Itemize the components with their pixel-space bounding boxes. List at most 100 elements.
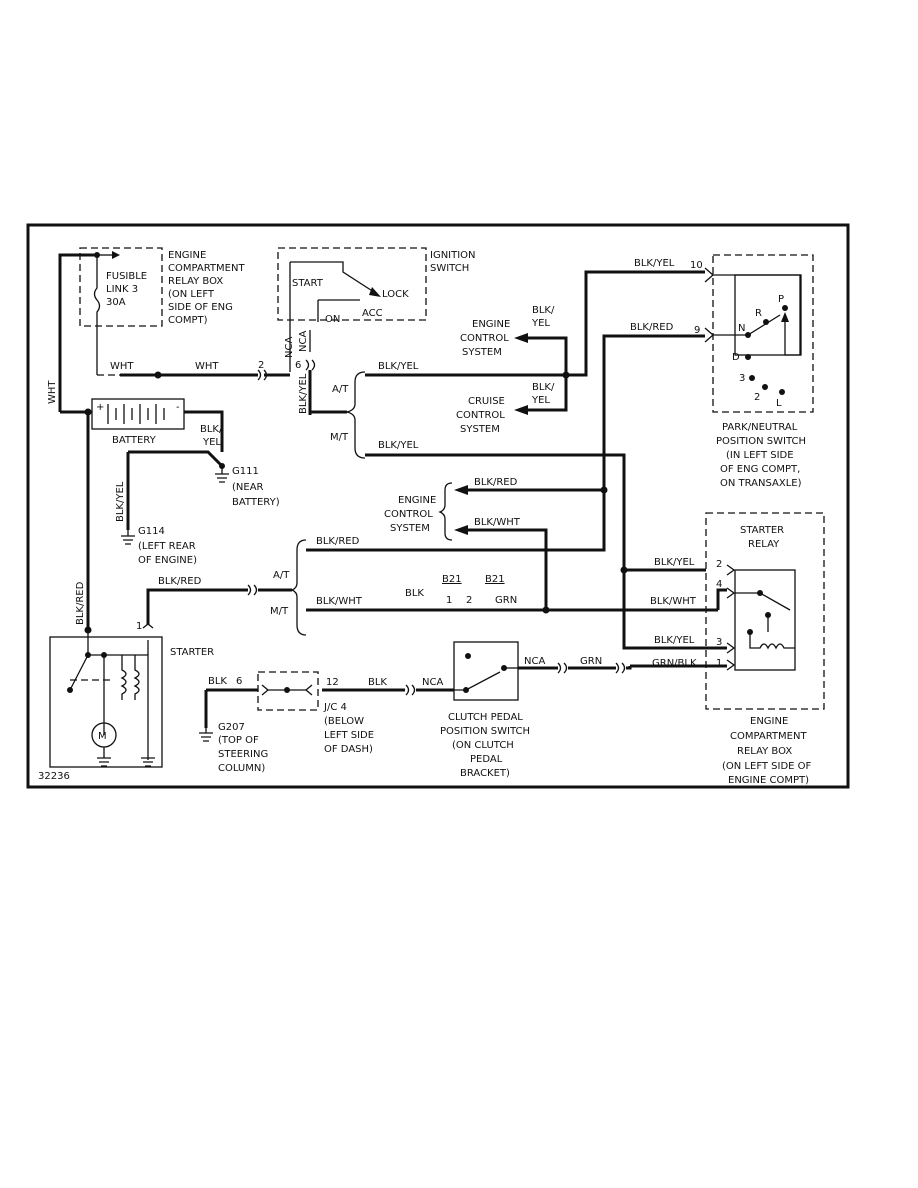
relay-box-bottom-line-3: RELAY BOX <box>737 746 792 757</box>
fusible-link: FUSIBLE LINK 3 30A <box>58 251 147 412</box>
at-bottom-label: A/T <box>273 570 290 581</box>
battery-wire-label-a: BLK/ <box>200 424 223 435</box>
clutch-line-1: CLUTCH PEDAL <box>448 712 523 723</box>
clutch-line-2: POSITION SWITCH <box>440 726 530 737</box>
starter-pin-1: 1 <box>136 621 142 632</box>
g207-pin-6: 6 <box>236 676 242 687</box>
g207-line-2: STEERING <box>218 749 268 760</box>
relay-box-top-line-3: RELAY BOX <box>168 276 223 287</box>
starter-label: STARTER <box>170 647 214 658</box>
b21-blk: BLK <box>405 588 424 599</box>
b21-label-b: B21 <box>485 574 505 585</box>
ecs2-wht-label: BLK/WHT <box>474 517 521 528</box>
pns-l: L <box>776 398 782 409</box>
ignition-pin-6: 6 <box>295 360 301 371</box>
ign-wire-label: BLK/YEL <box>298 373 309 414</box>
fusible-link-line-1: FUSIBLE <box>106 271 147 282</box>
b21-pin-1: 1 <box>446 595 452 606</box>
b21-connector: BLK B21 B21 1 2 GRN <box>405 574 517 606</box>
ecs2-red-label: BLK/RED <box>474 477 518 488</box>
relay-box-top-line-1: ENGINE <box>168 250 206 261</box>
diagram-frame <box>26 223 850 789</box>
g111-id: G111 <box>232 466 259 477</box>
relay-wire-3-label: BLK/YEL <box>654 635 695 646</box>
relay-wire-2-label: BLK/YEL <box>654 557 695 568</box>
fusible-link-line-2: LINK 3 <box>106 284 138 295</box>
starter-relay-title-2: RELAY <box>748 539 780 550</box>
wht-vertical-label: WHT <box>47 380 58 404</box>
cruise-line-3: SYSTEM <box>460 424 500 435</box>
starter-wire-label: BLK/RED <box>75 581 86 625</box>
mt-bottom-wire-label: BLK/WHT <box>316 596 363 607</box>
relay-wire-4-label: BLK/WHT <box>650 596 697 607</box>
ignition-start: START <box>292 278 324 289</box>
cruise-line-2: CONTROL <box>456 410 505 421</box>
clutch-nca-right: NCA <box>524 656 545 667</box>
g114-line-1: (LEFT REAR <box>138 541 196 552</box>
relay-box-top-line-2: COMPARTMENT <box>168 263 245 274</box>
b21-pin-2: 2 <box>466 595 472 606</box>
pns-title-3: (IN LEFT SIDE <box>726 450 794 461</box>
starter-motor-m: M <box>98 731 107 742</box>
ignition-title-1: IGNITION <box>430 250 476 261</box>
ignition-pin-2: 2 <box>258 360 264 371</box>
clutch-pedal-switch: NCA NCA GRN CLUTCH PEDAL POSITION SWITCH… <box>405 641 632 779</box>
mt-bottom-label: M/T <box>270 606 289 617</box>
cruise-wire-a: BLK/ <box>532 382 555 393</box>
pns-3: 3 <box>739 373 745 384</box>
pns-title-1: PARK/NEUTRAL <box>722 422 798 433</box>
relay-box-bottom-line-2: COMPARTMENT <box>730 731 807 742</box>
ecs2-line-1: ENGINE <box>398 495 436 506</box>
pns-pin-10: 10 <box>690 260 703 271</box>
g207-id: G207 <box>218 722 245 733</box>
ignition-nca-a: NCA <box>284 337 295 358</box>
ecs1-line-2: CONTROL <box>460 333 509 344</box>
relay-pin-3: 3 <box>716 637 722 648</box>
g111-line-2: BATTERY) <box>232 497 280 508</box>
pns-title-5: ON TRANSAXLE) <box>720 478 802 489</box>
ground-g114: BLK/YEL G114 (LEFT REAR OF ENGINE) <box>115 452 197 566</box>
relay-box-top-line-4: (ON LEFT <box>168 289 215 300</box>
g114-wire-label: BLK/YEL <box>115 481 126 522</box>
battery: + - BATTERY BLK/ YEL <box>60 398 224 630</box>
g111-line-1: (NEAR <box>232 482 264 493</box>
at-mt-brace-bottom: A/T M/T BLK/RED BLK/WHT BLK/RED <box>146 490 718 636</box>
pns-p: P <box>778 294 784 305</box>
wht-wire-label-left: WHT <box>110 361 134 372</box>
relay-box-bottom-line-4: (ON LEFT SIDE OF <box>722 761 812 772</box>
cruise-wire-b: YEL <box>531 395 550 406</box>
relay-box-top-line-6: COMPT) <box>168 315 208 326</box>
engine-control-mid: ENGINE CONTROL SYSTEM BLK/RED BLK/WHT <box>384 477 608 610</box>
b21-grn: GRN <box>495 595 517 606</box>
fusible-link-line-3: 30A <box>106 297 126 308</box>
clutch-nca-left: NCA <box>422 677 443 688</box>
relay-pin-4: 4 <box>716 579 722 590</box>
relay-box-top: ENGINE COMPARTMENT RELAY BOX (ON LEFT SI… <box>79 247 245 327</box>
g207-wire-label: BLK <box>208 676 227 687</box>
ecs2-line-3: SYSTEM <box>390 523 430 534</box>
jc4-blk-label: BLK <box>368 677 387 688</box>
jc4-line-1: J/C 4 <box>323 702 347 713</box>
starter-relay-title-1: STARTER <box>740 525 784 536</box>
pns-n: N <box>738 323 745 334</box>
jc4-line-3: LEFT SIDE <box>324 730 374 741</box>
battery-label: BATTERY <box>112 435 157 446</box>
pns-title-2: POSITION SWITCH <box>716 436 806 447</box>
grn-mid-label: GRN <box>580 656 602 667</box>
starter: STARTER 1 BLK/RED M <box>49 581 214 768</box>
mt-top-wire-label: BLK/YEL <box>378 440 419 451</box>
at-mt-brace-top: A/T M/T BLK/YEL BLK/YEL <box>310 361 626 570</box>
pns-r: R <box>755 308 762 319</box>
mt-top-label: M/T <box>330 432 349 443</box>
clutch-line-3: (ON CLUTCH <box>452 740 514 751</box>
ignition-nca-b: NCA <box>298 331 309 352</box>
jc4-pin-12: 12 <box>326 677 339 688</box>
pns-wire-red: BLK/RED <box>630 322 674 333</box>
g114-line-2: OF ENGINE) <box>138 555 197 566</box>
cruise-line-1: CRUISE <box>468 396 505 407</box>
ecs2-line-2: CONTROL <box>384 509 433 520</box>
wht-wire-label-right: WHT <box>195 361 219 372</box>
ground-g207: BLK 6 G207 (TOP OF STEERING COLUMN) <box>199 676 268 774</box>
starter-red-label: BLK/RED <box>158 576 202 587</box>
park-neutral-switch: 10 9 BLK/YEL BLK/RED P R N D 3 2 L PARK/… <box>602 254 814 490</box>
